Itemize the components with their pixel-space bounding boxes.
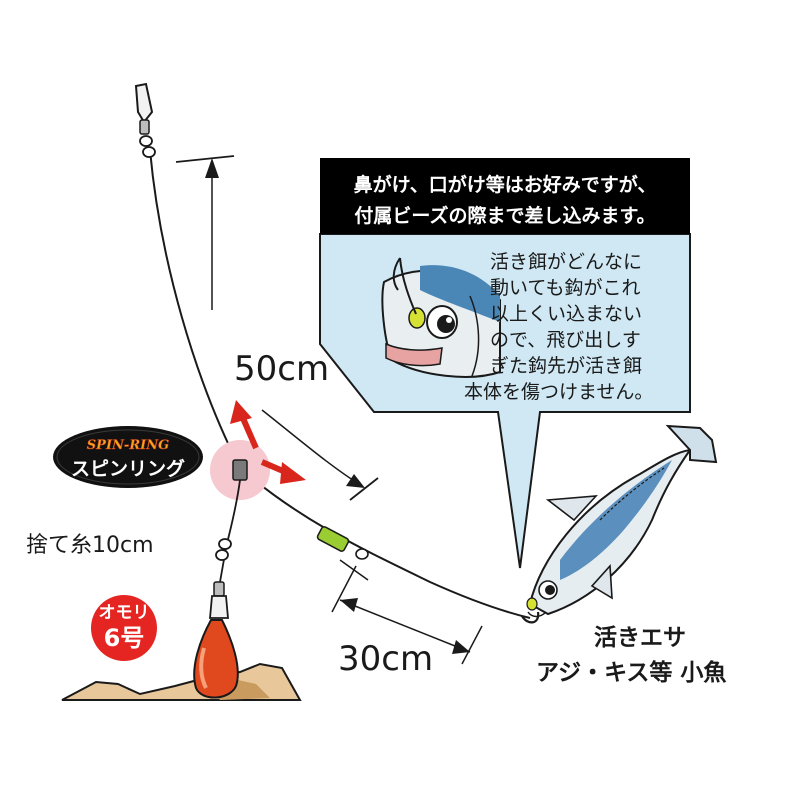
upper-length-label: 50cm [234, 349, 329, 389]
bait-label-line2: アジ・キス等 小魚 [536, 659, 726, 686]
main-line [149, 149, 531, 619]
callout-body-line-4: ので、飛び出しす [490, 329, 641, 351]
callout-body-line-3: 以上くい込まない [490, 303, 642, 325]
upper-length-dimension [175, 155, 379, 501]
sinker-badge-line2: 6号 [104, 624, 145, 652]
bait-fish [526, 424, 718, 618]
top-snap-swivel [134, 82, 156, 158]
fish-head-closeup [381, 257, 501, 378]
rotation-arrow-right [260, 459, 306, 484]
bead [316, 526, 369, 560]
sinker-swivel [215, 538, 232, 561]
lower-length-dimension [331, 559, 483, 665]
callout-body-line-1: 活き餌がどんなに [490, 251, 642, 273]
callout-header-line1: 鼻がけ、口がけ等はお好みですが、 [354, 173, 657, 196]
spin-ring-badge [53, 426, 203, 488]
bait-label-line1: 活きエサ [594, 625, 686, 651]
lower-length-label: 30cm [338, 639, 433, 679]
spin-ring [232, 459, 248, 481]
sinker-snap [209, 581, 229, 619]
sinker-shine [199, 647, 208, 689]
callout-header-line2: 付属ビーズの際まで差し込みます。 [354, 204, 655, 227]
sinker-line-label: 捨て糸10cm [26, 533, 154, 558]
spin-ring-logo-text: SPIN-RING [87, 438, 169, 453]
sinker-badge-line1: オモリ [99, 603, 150, 623]
sinker-badge [91, 595, 157, 661]
callout-body-line-6: 本体を傷つけません。 [464, 381, 653, 403]
callout-body-line-5: ぎた鈎先が活き餌 [490, 355, 642, 377]
hook [521, 611, 540, 624]
sinker [193, 619, 239, 699]
rotation-arrow-up [230, 400, 259, 450]
spin-ring-label: スピンリング [71, 457, 185, 480]
callout-body-line-2: 動いても鈎がこれ [490, 277, 640, 299]
